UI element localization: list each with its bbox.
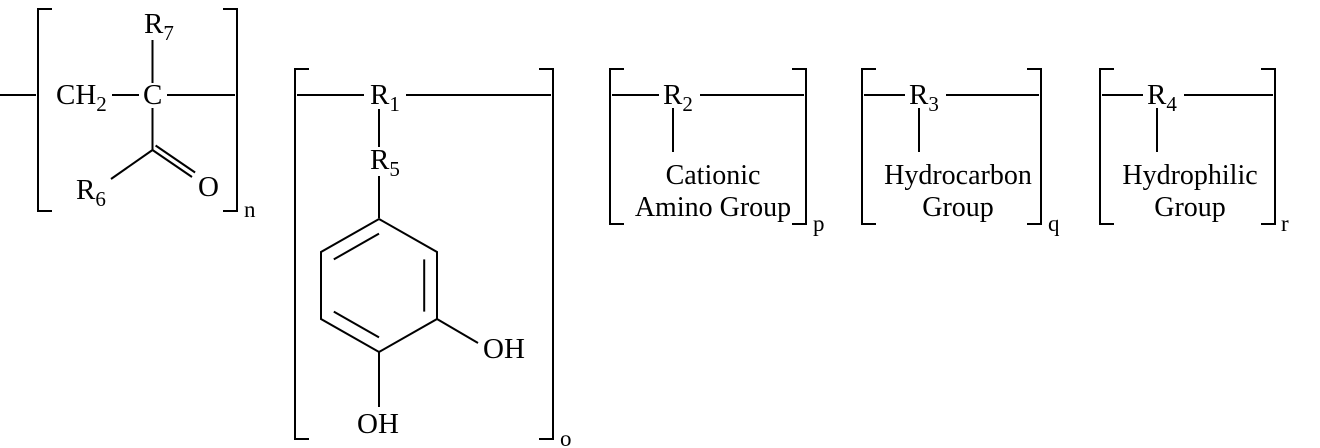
- carbonyl-double-bond-line2: [155, 144, 196, 174]
- bracket-right: [1261, 68, 1276, 225]
- repeat-subscript-q: q: [1048, 211, 1060, 236]
- benzene-double-bond-1: [333, 232, 380, 261]
- r3-label: R3: [909, 79, 939, 116]
- r7-label: R7: [144, 8, 174, 45]
- bracket-left: [294, 68, 309, 440]
- carbon-label: C: [143, 79, 162, 111]
- repeat-unit-backbone: CH2 C R7 R6 O n: [0, 8, 256, 222]
- repeat-subscript-n: n: [244, 197, 256, 222]
- cationic-amino-group-label-line2: Amino Group: [635, 192, 791, 223]
- bracket-left: [1099, 68, 1114, 225]
- ch2-label: CH2: [56, 79, 107, 116]
- bracket-left: [861, 68, 876, 225]
- bracket-left: [37, 8, 52, 212]
- bracket-right: [539, 68, 554, 440]
- bracket-left: [609, 68, 624, 225]
- repeat-subscript-p: p: [813, 211, 825, 236]
- cationic-amino-group-label-line1: Cationic: [666, 160, 761, 191]
- repeat-unit-hydrophilic: R4 Hydrophilic Group r: [1099, 68, 1289, 236]
- hydrocarbon-group-label-line2: Group: [922, 192, 994, 223]
- hydrophilic-group-label-line2: Group: [1154, 192, 1226, 223]
- repeat-unit-hydrocarbon: R3 Hydrocarbon Group q: [861, 68, 1060, 236]
- bond-ring-oh-right: [436, 318, 479, 344]
- bracket-right: [1027, 68, 1042, 225]
- bond-carbonyl-r6: [110, 149, 154, 180]
- r1-label: R1: [370, 79, 400, 116]
- hydroxyl-right-label: OH: [483, 333, 525, 365]
- r4-label: R4: [1147, 79, 1177, 116]
- repeat-unit-catechol: R1 R5 OH OH o: [294, 68, 572, 448]
- hydrophilic-group-label-line1: Hydrophilic: [1122, 160, 1257, 191]
- repeat-unit-cationic-amino: R2 Cationic Amino Group p: [609, 68, 825, 236]
- oxygen-label: O: [198, 171, 219, 203]
- benzene-ring: [320, 217, 438, 354]
- r5-label: R5: [370, 144, 400, 181]
- bracket-right: [223, 8, 238, 212]
- hydroxyl-bottom-label: OH: [357, 408, 399, 440]
- repeat-subscript-r: r: [1281, 211, 1289, 236]
- bracket-right: [792, 68, 807, 225]
- hydrocarbon-group-label-line1: Hydrocarbon: [884, 160, 1032, 191]
- repeat-subscript-o: o: [560, 426, 572, 448]
- r2-label: R2: [663, 79, 693, 116]
- r6-label: R6: [76, 174, 106, 211]
- benzene-double-bond-3: [333, 310, 380, 339]
- carbonyl-double-bond-line1: [151, 149, 193, 178]
